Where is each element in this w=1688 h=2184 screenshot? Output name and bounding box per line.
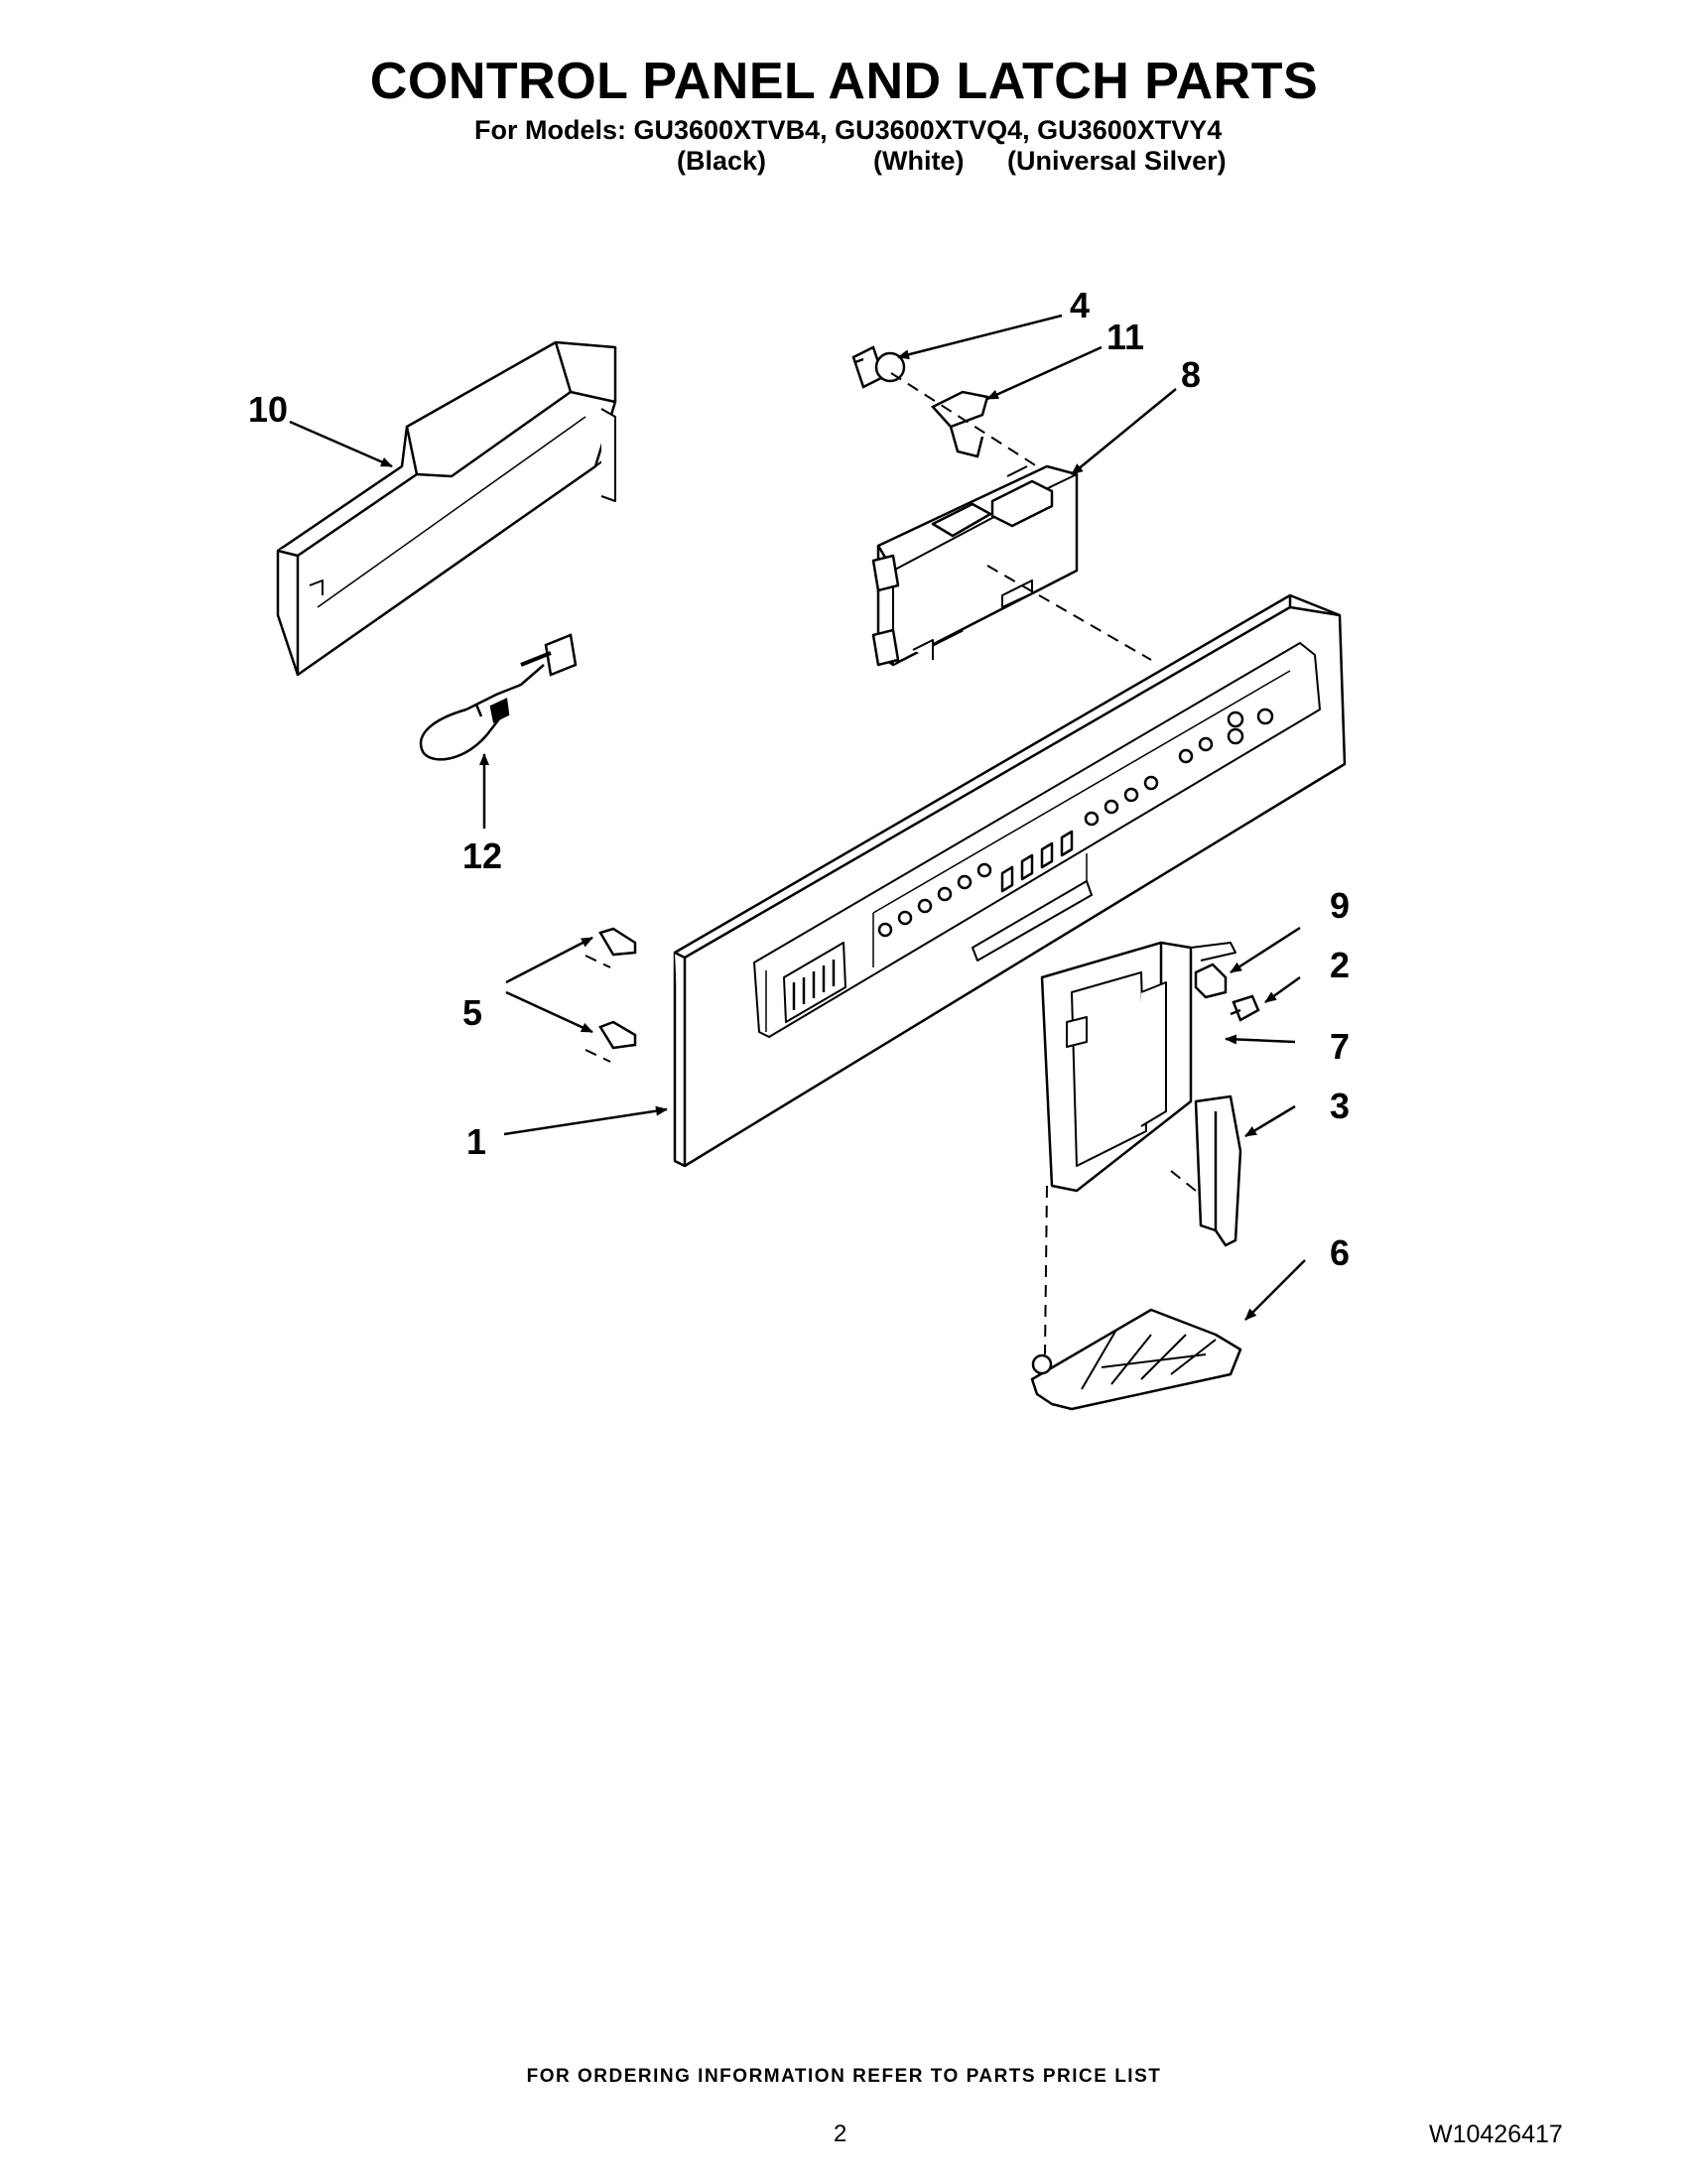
control-board-part — [871, 464, 1079, 667]
color-label-universal-silver: (Universal Silver) — [1007, 146, 1227, 176]
callout-4: 4 — [1070, 285, 1090, 325]
latch-screw-part — [1230, 994, 1260, 1022]
callout-3: 3 — [1330, 1086, 1350, 1126]
callout-1: 1 — [466, 1121, 486, 1162]
color-label-black: (Black) — [677, 146, 767, 176]
wire-harness-part — [419, 633, 578, 761]
alignment-lines — [584, 372, 1197, 1355]
page-number: 2 — [834, 2120, 847, 2147]
callout-6: 6 — [1330, 1232, 1350, 1273]
callout-12: 12 — [462, 835, 502, 876]
thermal-fuse-part — [851, 345, 906, 389]
latch-lever-part — [1194, 1094, 1242, 1247]
console-cover-part — [276, 340, 617, 677]
ordering-note: FOR ORDERING INFORMATION REFER TO PARTS … — [526, 2066, 1162, 2087]
callout-9: 9 — [1330, 885, 1350, 926]
fuse-clip-part — [930, 390, 989, 458]
page-title: CONTROL PANEL AND LATCH PARTS — [369, 53, 1319, 110]
callout-2: 2 — [1330, 945, 1350, 985]
door-latch-part — [1040, 941, 1236, 1193]
callout-7: 7 — [1330, 1026, 1350, 1067]
callout-11: 11 — [1106, 317, 1144, 357]
callout-10: 10 — [248, 389, 288, 430]
callout-5: 5 — [462, 992, 482, 1033]
document-number: W10426417 — [1429, 2120, 1563, 2148]
screw-parts — [598, 927, 637, 1050]
models-line: For Models: GU3600XTVB4, GU3600XTVQ4, GU… — [474, 115, 1223, 145]
color-label-white: (White) — [873, 146, 965, 176]
callout-8: 8 — [1181, 354, 1201, 395]
control-panel-part — [673, 593, 1347, 1168]
latch-bracket-part — [1030, 1308, 1242, 1411]
latch-clip-part — [1194, 963, 1228, 999]
callout-leaders — [289, 314, 1306, 1321]
